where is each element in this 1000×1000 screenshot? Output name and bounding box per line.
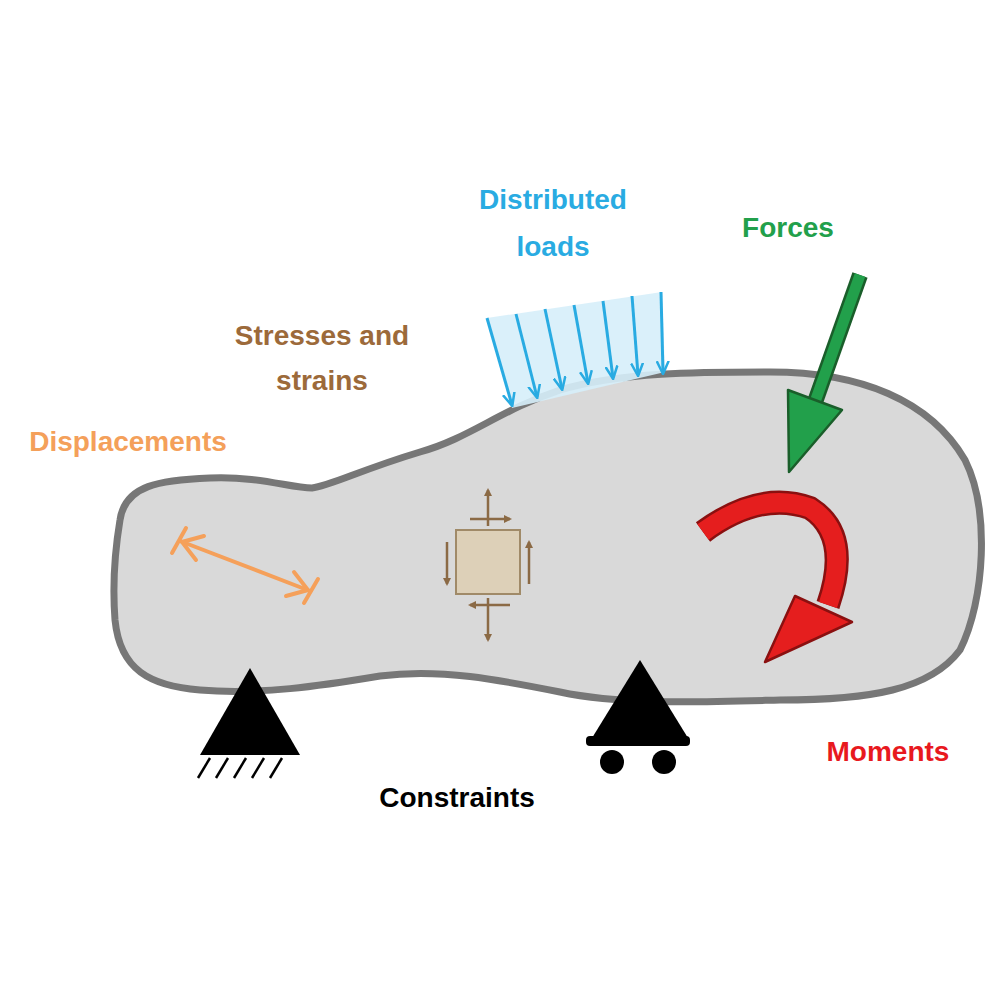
moment-label: Moments — [827, 732, 950, 772]
moment-arrow — [703, 503, 852, 662]
solid-body — [114, 372, 982, 702]
displacement-arrow — [172, 528, 318, 603]
force-label: Forces — [742, 208, 834, 248]
stress-label: Stresses and strains — [220, 313, 425, 403]
distributed-load — [487, 292, 665, 408]
stress-element — [447, 490, 529, 640]
displacement-label: Displacements — [29, 422, 227, 462]
constraint-label: Constraints — [379, 778, 535, 818]
roller-support — [586, 660, 690, 774]
load-label: Distributed loads — [446, 176, 661, 270]
force-arrow — [788, 275, 860, 472]
pin-support — [198, 668, 300, 778]
